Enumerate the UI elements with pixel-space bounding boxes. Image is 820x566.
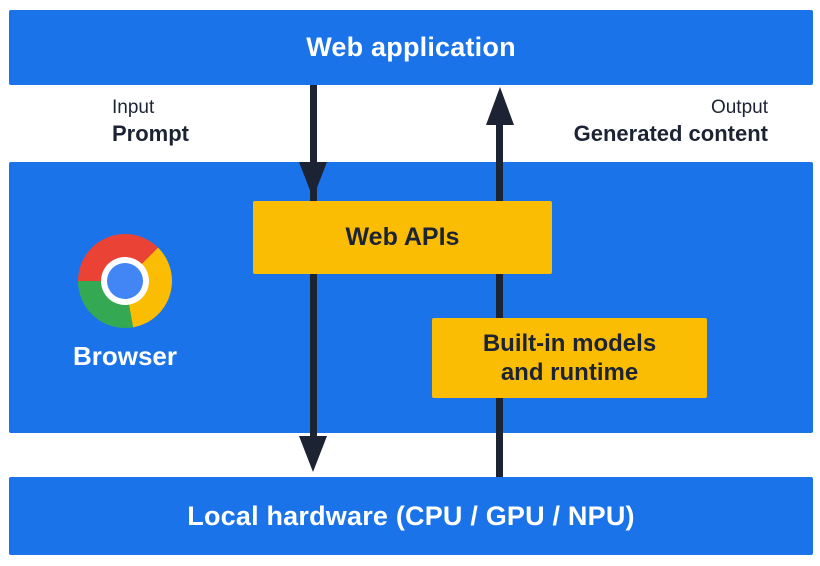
input-label-group: Input Prompt: [112, 95, 189, 147]
web-apis-label: Web APIs: [345, 223, 460, 251]
builtin-models-label-line2: and runtime: [500, 359, 639, 386]
builtin-models-label-line1: Built-in models: [482, 330, 657, 357]
input-arrowhead-mid-icon: [299, 162, 327, 198]
input-arrowhead-bottom-icon: [299, 436, 327, 472]
builtin-models-box: Built-in models and runtime: [432, 318, 707, 398]
web-application-bar: Web application: [9, 10, 813, 85]
local-hardware-label: Local hardware (CPU / GPU / NPU): [187, 500, 635, 531]
chrome-logo-icon: [78, 234, 172, 328]
local-hardware-bar: Local hardware (CPU / GPU / NPU): [9, 477, 813, 555]
web-application-label: Web application: [306, 32, 516, 62]
output-arrow-line: [496, 118, 503, 477]
output-label-group: Output Generated content: [574, 95, 768, 147]
output-value: Generated content: [573, 121, 768, 146]
web-apis-box: Web APIs: [253, 201, 552, 274]
output-caption: Output: [710, 97, 768, 118]
input-value: Prompt: [112, 121, 189, 146]
browser-label: Browser: [72, 341, 178, 371]
input-caption: Input: [112, 97, 155, 118]
output-arrowhead-top-icon: [486, 87, 514, 125]
